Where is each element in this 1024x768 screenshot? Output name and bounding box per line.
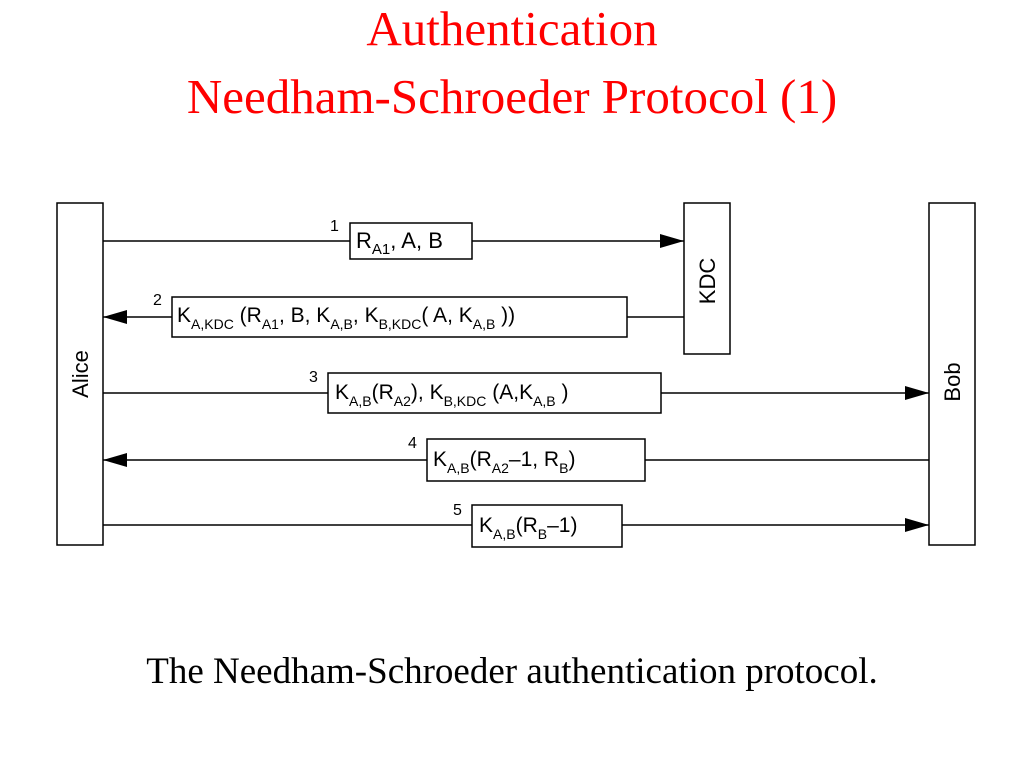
message-5-content: KA,B(RB–1) xyxy=(479,514,577,542)
figure-caption: The Needham-Schroeder authentication pro… xyxy=(146,651,878,692)
message-4-number: 4 xyxy=(408,435,417,452)
actor-kdc-label: KDC xyxy=(695,258,720,305)
message-1: 1 RA1, A, B xyxy=(103,218,684,260)
actor-alice: Alice xyxy=(56,202,104,546)
message-2: 2 KA,KDC (RA1, B, KA,B, KB,KDC( A, KA,B … xyxy=(103,292,684,338)
message-3-content: KA,B(RA2), KB,KDC (A,KA,B ) xyxy=(335,381,568,409)
message-4: 4 KA,B(RA2–1, RB) xyxy=(103,435,929,482)
message-5: 5 KA,B(RB–1) xyxy=(103,502,929,548)
message-4-content: KA,B(RA2–1, RB) xyxy=(433,448,575,476)
message-5-number: 5 xyxy=(453,502,462,519)
message-4-box xyxy=(426,438,646,482)
message-3-number: 3 xyxy=(309,369,318,386)
actor-kdc: KDC xyxy=(683,202,731,355)
message-1-box xyxy=(349,222,473,260)
actor-bob-label: Bob xyxy=(940,362,965,401)
message-3: 3 KA,B(RA2), KB,KDC (A,KA,B ) xyxy=(103,369,929,414)
message-2-content: KA,KDC (RA1, B, KA,B, KB,KDC( A, KA,B )) xyxy=(177,304,515,332)
title-line-2: Needham-Schroeder Protocol (1) xyxy=(186,69,838,124)
message-2-number: 2 xyxy=(153,292,162,309)
title-line-1: Authentication xyxy=(366,1,658,56)
actor-bob: Bob xyxy=(928,202,976,546)
message-1-number: 1 xyxy=(330,218,339,235)
actor-alice-label: Alice xyxy=(68,350,93,398)
message-2-box xyxy=(171,296,628,338)
message-5-box xyxy=(471,504,623,548)
message-1-content: RA1, A, B xyxy=(356,228,443,258)
message-3-box xyxy=(327,372,662,414)
